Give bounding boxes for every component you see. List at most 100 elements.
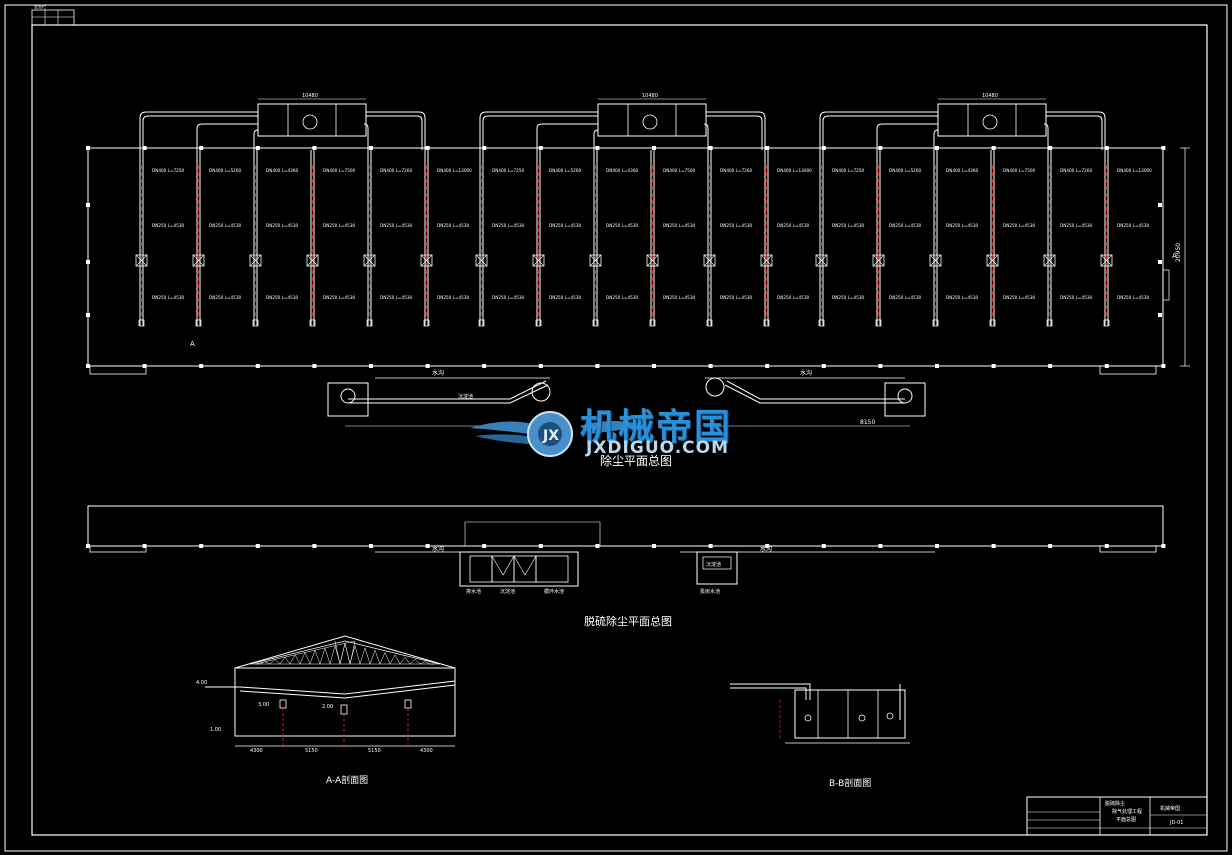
desulfur-column [425, 544, 430, 548]
fan-symbol [982, 114, 998, 130]
column-marker-top [199, 146, 204, 150]
desulfur-column [708, 544, 713, 548]
column-marker-bottom [765, 364, 770, 368]
pipe-label: DN400 L=7260 [720, 168, 753, 173]
column-marker-top [369, 146, 373, 150]
desulfur-column [991, 544, 996, 548]
column-marker-side [1158, 203, 1162, 207]
pipe-label: DN250 L=4530 [323, 223, 356, 228]
pipe-label: DN250 L=4530 [1003, 223, 1036, 228]
column-marker-top [142, 146, 147, 150]
truss-chord [294, 652, 306, 656]
title-block-project: 脱硫除尘 [1105, 800, 1125, 807]
pipe-label: DN250 L=4530 [663, 223, 696, 228]
pipe-end [649, 319, 656, 327]
aa-elev-3: 2.00 [322, 704, 333, 710]
side-dimension: 20950 A A [190, 147, 1190, 367]
column-marker-top [652, 146, 656, 150]
desulfur-column [199, 544, 204, 548]
column-marker-bottom [652, 364, 656, 368]
water-pipe-label-right: 水沟 [800, 369, 812, 377]
pipe-label: DN250 L=4530 [1003, 295, 1036, 300]
column-marker-top [255, 146, 260, 150]
pipe-label: DN400 L=7250 [492, 168, 525, 173]
valve-box [1043, 254, 1056, 267]
pipe-label: DN250 L=4530 [889, 223, 922, 228]
pipe-label: DN250 L=4530 [323, 295, 356, 300]
column-marker-top [312, 146, 317, 150]
valve-cross [589, 254, 602, 267]
desulfur-foundation-left [89, 545, 147, 553]
column-marker-top [765, 146, 770, 150]
valve-cross [306, 254, 319, 267]
pipe-label: DN400 L=4360 [606, 168, 639, 173]
aa-dim-4: 4300 [420, 748, 433, 754]
aa-elev-4: 1.00 [210, 727, 221, 733]
section-aa-title: A-A剖面图 [326, 774, 368, 786]
column-marker-top [595, 146, 600, 150]
valve-cross [249, 254, 262, 267]
fan-symbol [302, 114, 318, 130]
aa-dim-1: 4300 [250, 748, 263, 754]
watermark-logo: JX [470, 411, 650, 457]
valve-box [1100, 254, 1113, 267]
valve-cross [872, 254, 885, 267]
pipe-label: DN400 L=5260 [549, 168, 582, 173]
valve-cross [646, 254, 659, 267]
pipe-end [478, 319, 485, 327]
column-marker-top [821, 146, 826, 150]
desulfur-foundation-right [1099, 545, 1157, 553]
pipe-label: DN250 L=4530 [152, 295, 185, 300]
main-duct-right [1046, 111, 1106, 150]
truss-web [394, 654, 406, 665]
desulfur-column-markers [86, 544, 1166, 553]
pipe-end [875, 319, 882, 327]
truss-chord [274, 656, 286, 660]
valve-box [306, 254, 319, 267]
desulfur-column [312, 544, 317, 548]
pipe-label: DN250 L=4530 [492, 223, 525, 228]
pipe-end [195, 319, 202, 327]
pump-pool-label: 泵房水池 [700, 588, 720, 595]
title-block-drawing-name: 平面总图 [1116, 816, 1136, 823]
corner-table: 会签栏 [31, 3, 75, 26]
valve-cross [703, 254, 716, 267]
title-block-company: 机械帝国 [1160, 805, 1180, 812]
valve-cross [532, 254, 545, 267]
pipe-label: DN250 L=4530 [1117, 295, 1150, 300]
column-marker-bottom [312, 364, 317, 368]
column-marker-bottom [1161, 364, 1166, 368]
valve-box [363, 254, 376, 267]
column-marker-side [86, 260, 90, 264]
bottom-dimension: 8150 [860, 419, 875, 426]
pipe-label: DN250 L=4530 [832, 223, 865, 228]
column-marker-side [86, 203, 90, 207]
top-plan-building [87, 147, 1164, 367]
pipe-end [1103, 319, 1110, 327]
desulfur-column [878, 544, 883, 548]
column-marker-bottom [708, 364, 713, 368]
column-marker-bottom [482, 364, 487, 368]
valve-cross [420, 254, 433, 267]
pipe-label: DN400 L=4360 [266, 168, 299, 173]
pipe-label: DN400 L=4360 [946, 168, 979, 173]
pipe-label: DN250 L=4530 [606, 223, 639, 228]
pipe-end [138, 319, 145, 327]
pipe-label: DN400 L=7250 [152, 168, 185, 173]
truss-chord [314, 647, 326, 651]
pipe-label: DN250 L=4530 [437, 223, 470, 228]
truss-chord [304, 649, 316, 653]
valve-cross [135, 254, 148, 267]
valve-cross [475, 254, 488, 267]
truss-web [404, 656, 416, 665]
pipe-label: DN400 L=7260 [1060, 168, 1093, 173]
valve-cross [760, 254, 773, 267]
secondary-duct [593, 129, 599, 150]
truss-web [364, 647, 376, 665]
column-marker-top [1161, 146, 1166, 150]
column-marker-bottom [991, 364, 996, 368]
desulfur-water-pipe-left: 水沟 [432, 545, 444, 553]
pipe-label: DN400 L=7500 [323, 168, 356, 173]
left-settling-system: 水沟 沉淀池 [327, 369, 551, 427]
